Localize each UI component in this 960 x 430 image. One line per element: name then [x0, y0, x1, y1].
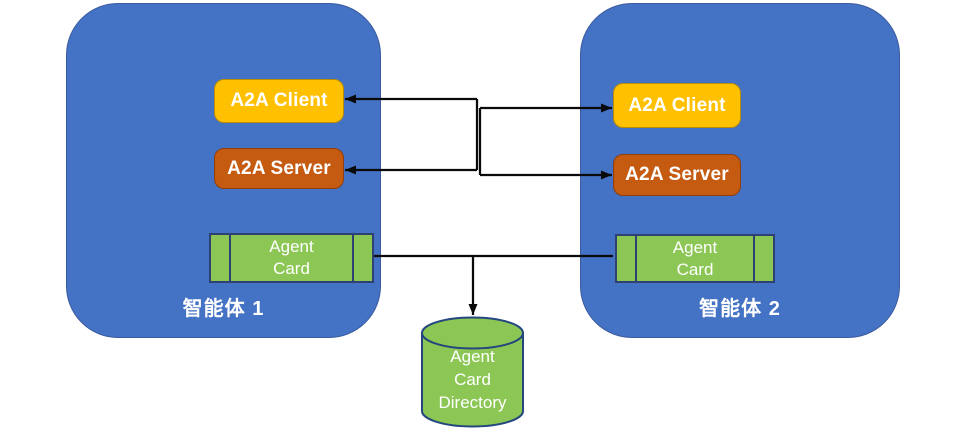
agent2-card-right-divider — [753, 236, 755, 281]
agent2-a2a-client-label: A2A Client — [628, 94, 726, 116]
agent-card-directory-label: Agent Card Directory — [438, 347, 507, 412]
agent1-a2a-server-label: A2A Server — [227, 157, 331, 179]
agent1-agent-card-node: Agent Card — [209, 233, 374, 283]
agent2-a2a-server-node: A2A Server — [613, 154, 741, 196]
agent2-a2a-client-node: A2A Client — [613, 83, 741, 128]
agent1-card-left-divider — [229, 235, 231, 281]
agent1-card-right-divider — [352, 235, 354, 281]
agent1-a2a-client-node: A2A Client — [214, 79, 344, 123]
agent2-agent-card-node: Agent Card — [615, 234, 775, 283]
agent1-label: 智能体 1 — [182, 298, 265, 320]
agent2-agent-card-label: Agent Card — [672, 237, 718, 279]
agent2-box: A2A Client A2A Server Agent Card 智能体 2 — [580, 3, 900, 338]
agent2-a2a-server-label: A2A Server — [625, 164, 729, 185]
agent1-box: A2A Client A2A Server Agent Card 智能体 1 — [66, 3, 381, 338]
agent1-a2a-client-label: A2A Client — [230, 90, 328, 111]
agent1-a2a-server-node: A2A Server — [214, 148, 344, 189]
agent2-label: 智能体 2 — [699, 298, 781, 320]
agent2-card-left-divider — [635, 236, 637, 281]
agent1-agent-card-label: Agent Card — [269, 237, 314, 278]
